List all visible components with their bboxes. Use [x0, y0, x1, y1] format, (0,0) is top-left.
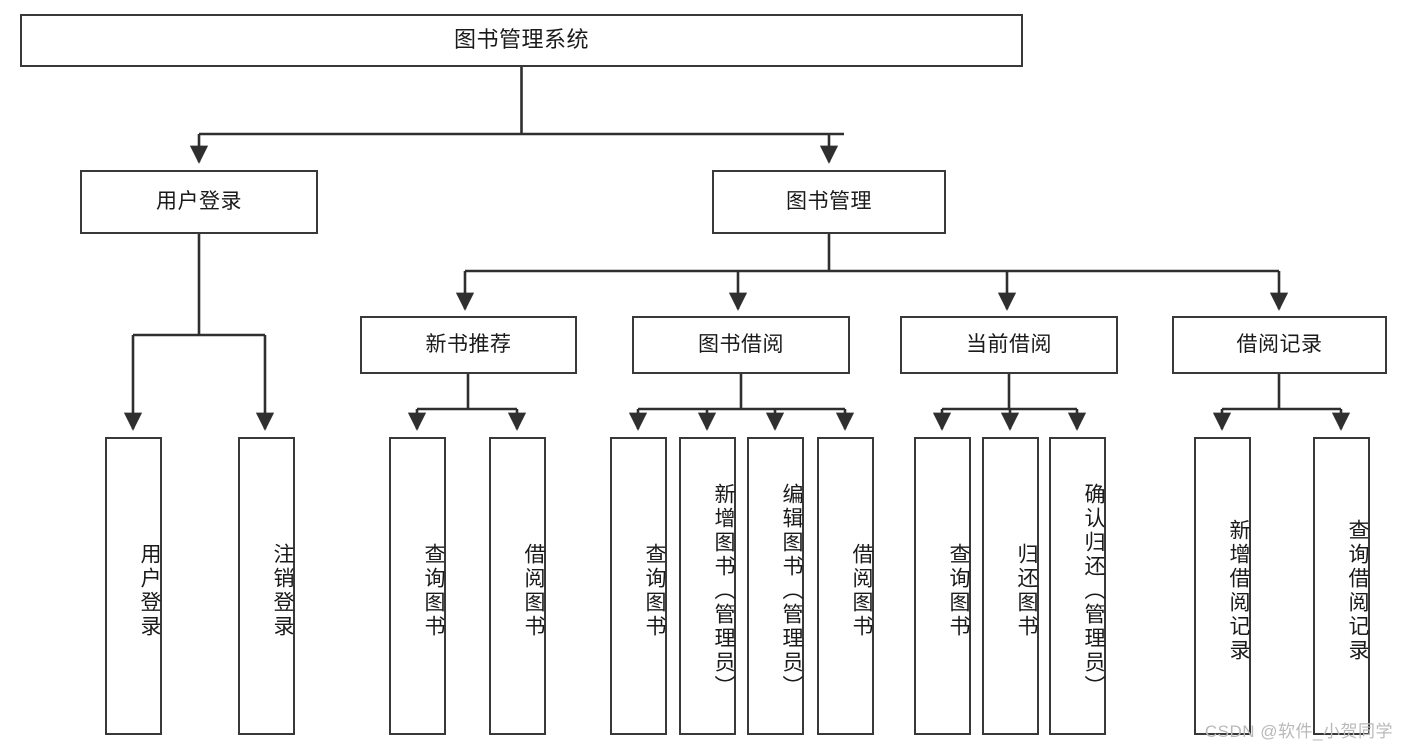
node-label: 查询图书 — [422, 543, 445, 639]
node-root-system[interactable]: 图书管理系统 — [20, 14, 1023, 67]
leaf-confirm-return[interactable]: 确认归还（管理员） — [1049, 437, 1106, 735]
node-label: 新增图书（管理员） — [712, 483, 735, 699]
leaf-return-book[interactable]: 归还图书 — [982, 437, 1039, 735]
node-label: 确认归还（管理员） — [1082, 483, 1105, 699]
node-label: 新书推荐 — [425, 333, 512, 357]
node-borrow-record[interactable]: 借阅记录 — [1172, 316, 1387, 374]
node-label: 借阅图书 — [850, 543, 873, 639]
leaf-logout-login[interactable]: 注销登录 — [238, 437, 295, 735]
leaf-add-book[interactable]: 新增图书（管理员） — [679, 437, 736, 735]
node-label: 当前借阅 — [966, 333, 1052, 357]
node-label: 查询图书 — [643, 543, 666, 639]
node-label: 图书借阅 — [698, 333, 784, 357]
node-label: 借阅图书 — [522, 543, 545, 639]
node-current-borrow[interactable]: 当前借阅 — [900, 316, 1118, 374]
node-label: 图书管理系统 — [453, 27, 589, 53]
node-user-login[interactable]: 用户登录 — [80, 170, 318, 234]
leaf-add-borrow-record[interactable]: 新增借阅记录 — [1194, 437, 1251, 735]
leaf-borrow-book[interactable]: 借阅图书 — [817, 437, 874, 735]
node-label: 归还图书 — [1015, 543, 1038, 639]
node-book-manage[interactable]: 图书管理 — [712, 170, 946, 234]
node-label: 查询图书 — [947, 543, 970, 639]
csdn-watermark: CSDN @软件_小贺同学 — [1204, 722, 1393, 741]
node-label: 新增借阅记录 — [1227, 519, 1250, 663]
node-label: 编辑图书（管理员） — [780, 483, 803, 699]
node-label: 注销登录 — [271, 543, 294, 639]
node-label: 用户登录 — [138, 543, 161, 639]
leaf-borrow-book-recommend[interactable]: 借阅图书 — [489, 437, 546, 735]
leaf-user-login[interactable]: 用户登录 — [105, 437, 162, 735]
node-label: 图书管理 — [786, 190, 872, 214]
node-new-book-recommend[interactable]: 新书推荐 — [360, 316, 577, 374]
node-label: 用户登录 — [156, 190, 242, 214]
node-book-borrow[interactable]: 图书借阅 — [632, 316, 850, 374]
leaf-edit-book[interactable]: 编辑图书（管理员） — [747, 437, 804, 735]
node-label: 借阅记录 — [1236, 333, 1323, 357]
leaf-query-book-borrow[interactable]: 查询图书 — [610, 437, 667, 735]
leaf-query-book-recommend[interactable]: 查询图书 — [389, 437, 446, 735]
node-label: 查询借阅记录 — [1346, 519, 1369, 663]
leaf-query-book-current[interactable]: 查询图书 — [914, 437, 971, 735]
leaf-query-borrow-record[interactable]: 查询借阅记录 — [1313, 437, 1370, 735]
